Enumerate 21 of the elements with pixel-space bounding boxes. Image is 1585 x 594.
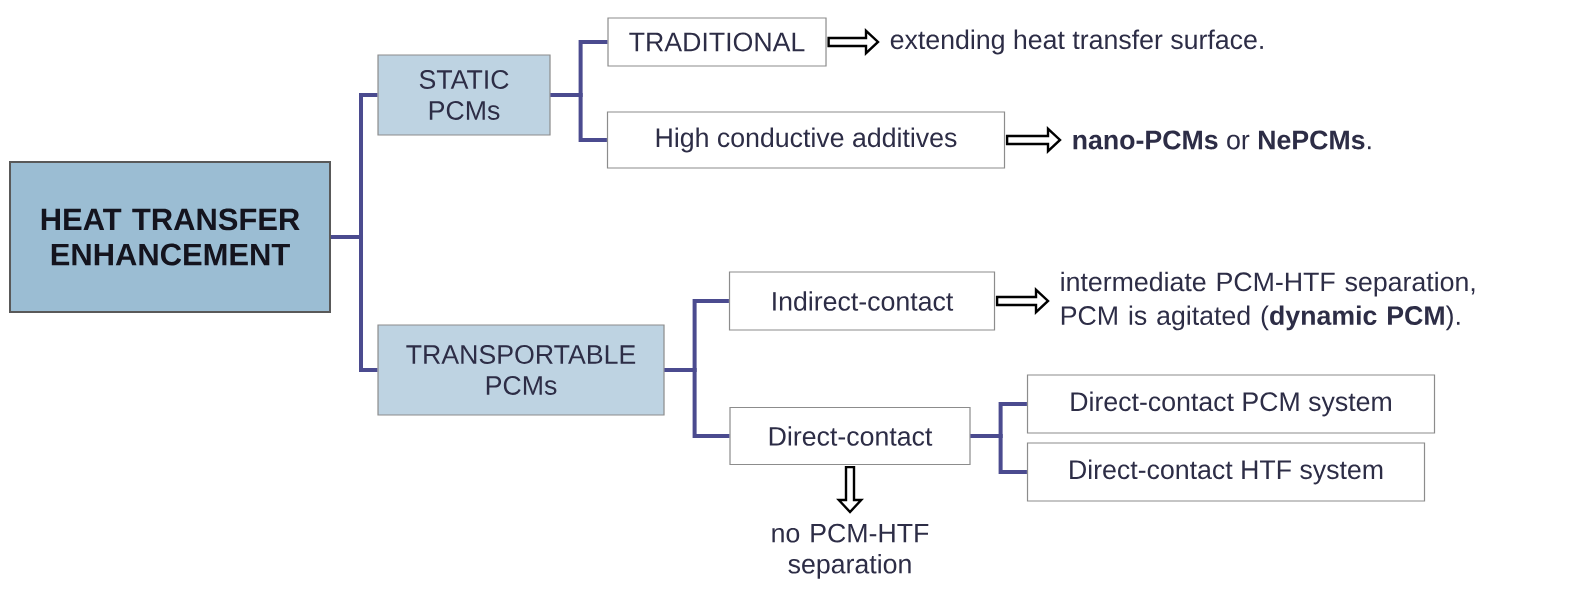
option-box: Direct-contact HTF system: [1026, 442, 1426, 502]
connector-line: [664, 368, 730, 438]
block-arrow: [995, 287, 1050, 315]
block-arrow: [1005, 126, 1062, 154]
block-arrow: [827, 28, 880, 56]
connector-line: [550, 93, 607, 142]
option-box: TRADITIONAL: [607, 17, 827, 67]
annotation-text: intermediate PCM-HTF separation, PCM is agitated (dynamic PCM).: [1061, 271, 1475, 331]
option-box: Direct-contact PCM system: [1026, 374, 1436, 434]
category-box: TRANSPORTABLE PCMs: [377, 324, 665, 416]
annotation-text: nano-PCMs or NePCMs.: [1073, 130, 1371, 150]
root-box: HEAT TRANSFER ENHANCEMENT: [9, 161, 331, 313]
annotation-text: no PCM-HTF separation: [772, 523, 929, 579]
connector-line: [970, 434, 1027, 474]
option-box: High conductive additives: [606, 111, 1006, 169]
option-box: Direct-contact: [729, 406, 971, 466]
annotation-text: extending heat transfer surface.: [890, 29, 1263, 55]
block-arrow: [836, 465, 864, 514]
connector-line: [331, 235, 378, 372]
category-box: STATIC PCMs: [377, 54, 551, 136]
option-box: Indirect-contact: [728, 271, 996, 331]
